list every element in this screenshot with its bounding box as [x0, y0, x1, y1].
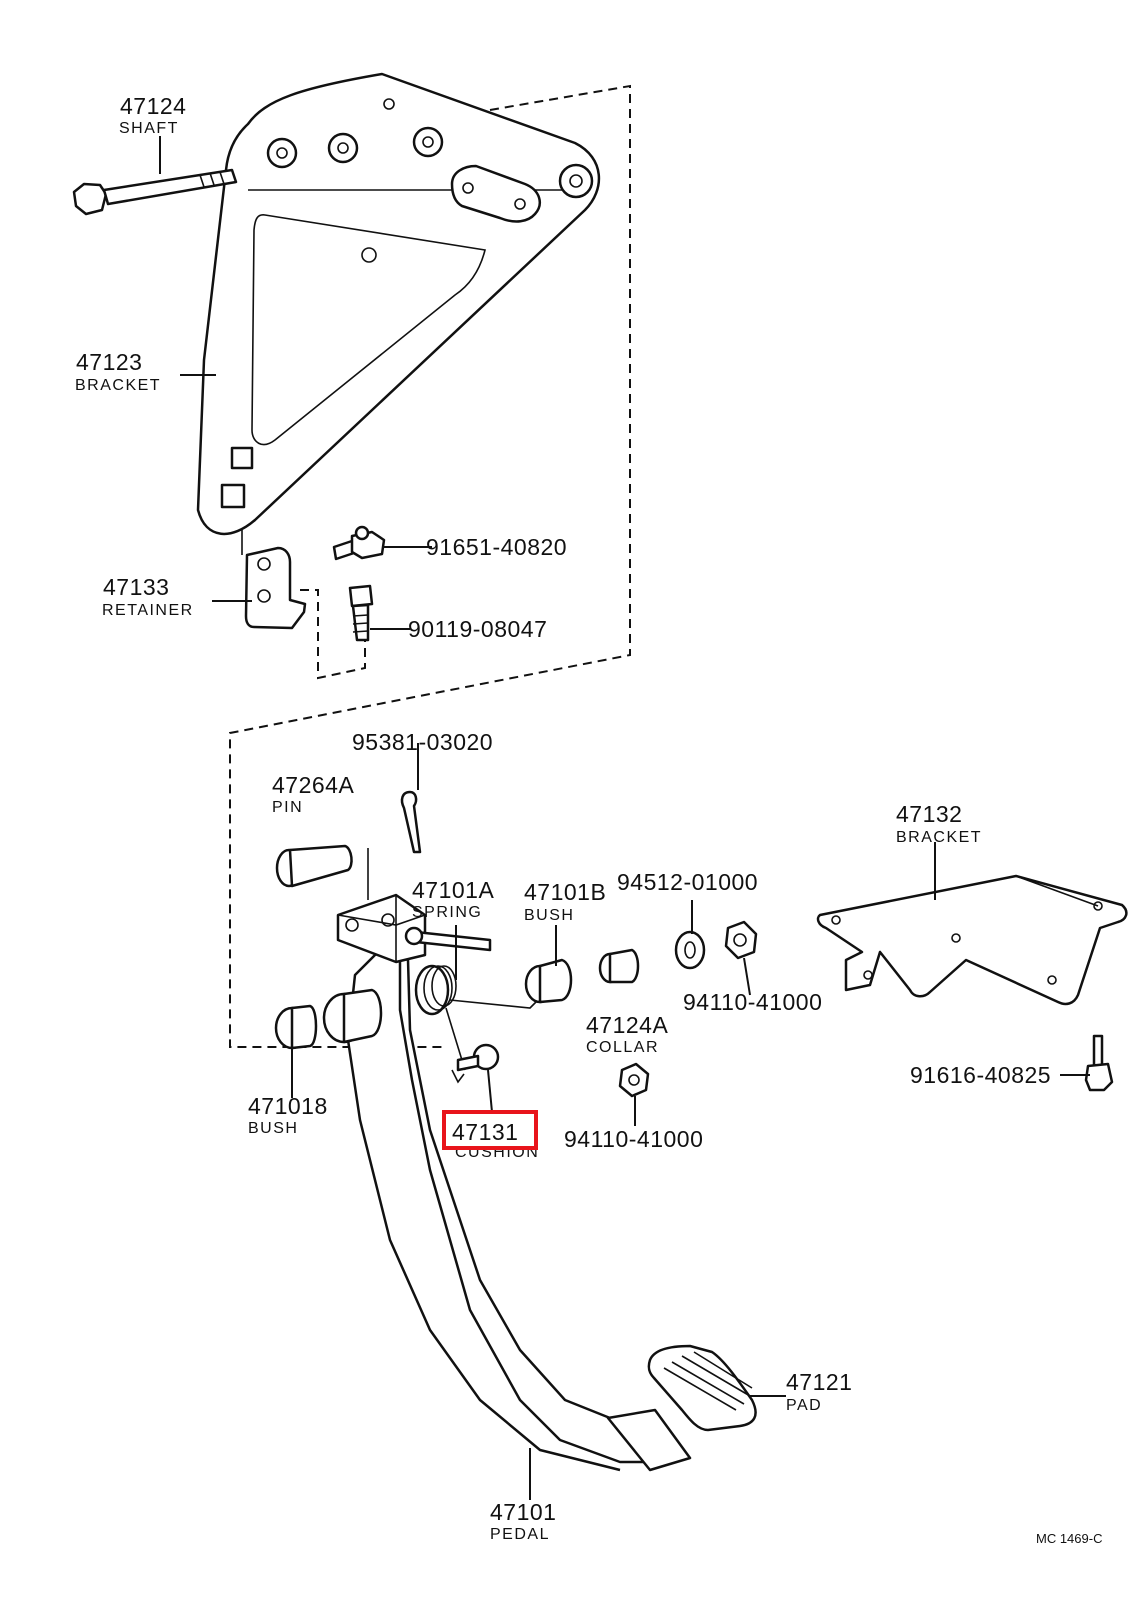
part-number-47101a: 47101A [412, 877, 494, 903]
part-name-bracket-right: BRACKET [896, 829, 982, 846]
label-94110-41000-lower[interactable]: 94110-41000 [564, 1126, 703, 1152]
part-name-bush-right: BUSH [524, 907, 574, 924]
part-number-47101b: 47101B [524, 879, 606, 905]
washer-94512-01000-drawing [674, 930, 706, 970]
label-91651-40820[interactable]: 91651-40820 [426, 534, 567, 560]
part-number-94512-01000: 94512-01000 [617, 869, 758, 895]
label-47101b-right[interactable]: 47101B BUSH [524, 879, 606, 924]
label-471018-left[interactable]: 471018 BUSH [248, 1093, 328, 1137]
bolt-90119-08047-drawing [348, 584, 374, 642]
label-47121[interactable]: 47121 PAD [786, 1369, 852, 1414]
bush-47101b-right-drawing [524, 958, 573, 1004]
part-name-shaft: SHAFT [119, 120, 179, 137]
retainer-group-boundary [300, 589, 366, 680]
label-91616-40825[interactable]: 91616-40825 [910, 1062, 1051, 1088]
leader-lines [159, 136, 1090, 1500]
shaft-47124-drawing [72, 168, 238, 216]
part-number-91651-40820: 91651-40820 [426, 534, 567, 560]
part-number-47133: 47133 [103, 574, 169, 600]
part-name-collar: COLLAR [586, 1039, 659, 1056]
highlight-box-47131 [442, 1110, 538, 1150]
label-94110-41000-upper[interactable]: 94110-41000 [683, 989, 822, 1015]
part-number-91616-40825: 91616-40825 [910, 1062, 1051, 1088]
label-47133[interactable]: 47133 RETAINER [102, 574, 194, 619]
bolt-91651-40820-drawing [332, 525, 386, 561]
label-95381-03020[interactable]: 95381-03020 [352, 729, 493, 755]
part-number-471018: 471018 [248, 1093, 328, 1119]
pedal-47101-drawing [336, 848, 692, 1472]
part-name-pad: PAD [786, 1397, 822, 1414]
part-number-95381-03020: 95381-03020 [352, 729, 493, 755]
part-number-94110-41000-upper: 94110-41000 [683, 989, 822, 1015]
label-47264a[interactable]: 47264A PIN [272, 772, 354, 816]
bolt-91616-40825-drawing [1084, 1034, 1114, 1092]
label-47101[interactable]: 47101 PEDAL [490, 1499, 556, 1543]
part-number-47124: 47124 [120, 93, 186, 119]
label-94512-01000[interactable]: 94512-01000 [617, 869, 758, 895]
part-number-47124a: 47124A [586, 1012, 668, 1038]
nut-94110-41000-upper-drawing [724, 920, 758, 960]
part-number-90119-08047: 90119-08047 [408, 616, 547, 642]
bracket-47132-drawing [816, 874, 1128, 1006]
part-name-bush-left: BUSH [248, 1120, 298, 1137]
part-number-47264a: 47264A [272, 772, 354, 798]
label-47132[interactable]: 47132 BRACKET [896, 801, 982, 846]
part-number-94110-41000-lower: 94110-41000 [564, 1126, 703, 1152]
pad-47121-drawing [647, 1344, 757, 1432]
label-90119-08047[interactable]: 90119-08047 [408, 616, 547, 642]
collar-47124a-drawing [598, 948, 640, 984]
nut-94110-41000-lower-drawing [618, 1062, 650, 1098]
part-name-retainer: RETAINER [102, 602, 194, 619]
part-number-47123: 47123 [76, 349, 142, 375]
label-47123[interactable]: 47123 BRACKET [75, 349, 161, 394]
part-name-pin: PIN [272, 799, 303, 816]
cotter-pin-95381-03020-drawing [400, 790, 422, 854]
bush-471018-left-drawing [274, 988, 383, 1050]
retainer-47133-drawing [241, 530, 307, 630]
part-name-pedal: PEDAL [490, 1526, 550, 1543]
label-47101a[interactable]: 47101A SPRING [412, 877, 494, 921]
diagram-reference-code: MC 1469-C [1036, 1531, 1102, 1546]
part-name-spring: SPRING [412, 904, 482, 921]
part-number-47131: 47131 [452, 1119, 518, 1145]
part-number-47132: 47132 [896, 801, 962, 827]
part-number-47101: 47101 [490, 1499, 556, 1525]
part-name-bracket: BRACKET [75, 377, 161, 394]
label-47124[interactable]: 47124 SHAFT [119, 93, 186, 137]
cushion-47131-drawing [451, 1043, 500, 1084]
part-number-47121: 47121 [786, 1369, 852, 1395]
bracket-47123-drawing [196, 72, 601, 536]
label-47131[interactable]: 47131 CUSHION [442, 1110, 539, 1161]
label-47124a[interactable]: 47124A COLLAR [586, 1012, 668, 1056]
pin-47264a-drawing [275, 844, 353, 888]
